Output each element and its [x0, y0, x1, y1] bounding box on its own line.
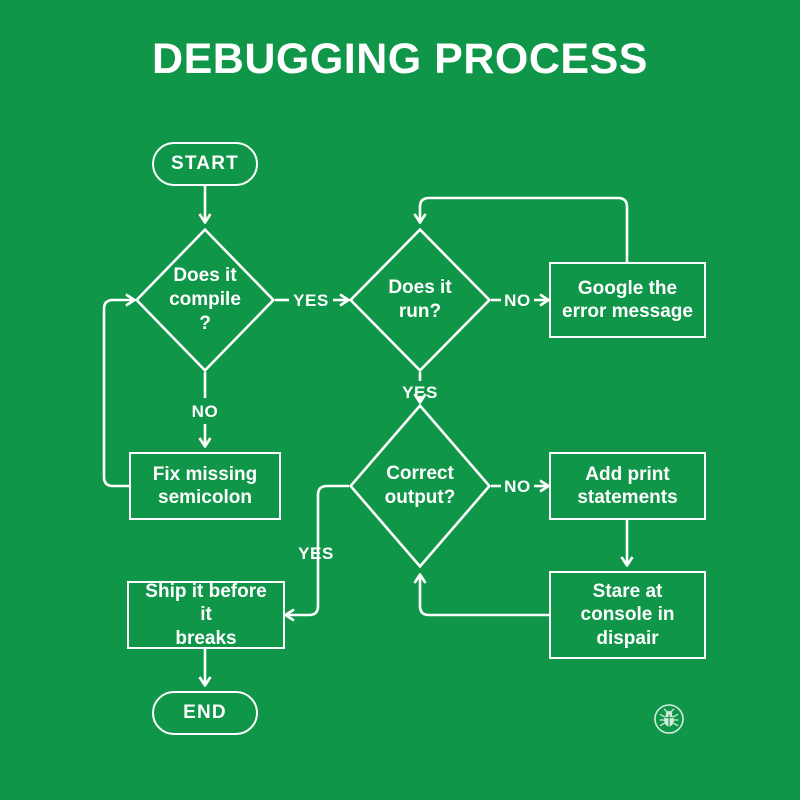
arrowhead-compile-no [198, 437, 212, 448]
edge-label-run-no: NO [504, 291, 531, 310]
node-line: compile [169, 288, 241, 310]
node-google-error-label: Google the error message [562, 277, 693, 323]
page-title: DEBUGGING PROCESS [152, 35, 648, 83]
node-line: statements [577, 487, 678, 508]
edge-label-correct-yes: YES [298, 544, 334, 563]
diamond-shape [349, 404, 491, 568]
arrowhead-google-loop [413, 213, 427, 224]
node-add-print-statements-label: Add print statements [577, 463, 677, 509]
node-end[interactable]: END [152, 691, 258, 735]
node-does-it-run[interactable]: Does it run? [349, 228, 491, 372]
arrowhead-compile-yes [339, 293, 350, 307]
edge-label-compile-yes: YES [293, 291, 329, 310]
node-fix-semicolon-label: Fix missing semicolon [153, 463, 258, 509]
node-line: semicolon [158, 487, 252, 508]
node-line: console in [580, 604, 675, 626]
node-line: Stare at [592, 581, 663, 603]
node-line: output? [384, 487, 456, 508]
node-start-label: START [171, 153, 239, 175]
node-line: Does it [173, 264, 237, 286]
node-stare-at-console-label: Stare at console in dispair [581, 580, 675, 650]
node-line: Does it [388, 276, 452, 298]
arrowhead-stare-loop [413, 573, 427, 584]
node-correct-output-label: Correct output? [379, 462, 462, 511]
node-ship-it[interactable]: Ship it before it breaks [127, 581, 285, 649]
node-line: Google the [577, 277, 678, 299]
node-start[interactable]: START [152, 142, 258, 186]
diamond-shape [349, 228, 491, 372]
node-stare-at-console[interactable]: Stare at console in dispair [549, 571, 706, 659]
arrowhead-ship-to-end [198, 676, 212, 687]
node-line: dispair [596, 627, 659, 649]
node-does-it-compile-label: Does it compile ? [163, 264, 247, 337]
node-line: ? [199, 313, 211, 335]
node-line: breaks [175, 627, 237, 649]
node-google-error[interactable]: Google the error message [549, 262, 706, 338]
node-line: Ship it before it [145, 581, 267, 626]
node-line: Add print [585, 463, 670, 485]
edge-label-compile-no: NO [191, 402, 219, 421]
arrowhead-addprint-to-stare [620, 556, 634, 567]
node-add-print-statements[interactable]: Add print statements [549, 452, 706, 520]
node-does-it-compile[interactable]: Does it compile ? [135, 228, 275, 372]
edge-label-run-yes: YES [402, 383, 438, 402]
node-line: run? [398, 301, 442, 322]
node-fix-semicolon[interactable]: Fix missing semicolon [129, 452, 281, 520]
node-line: error message [562, 301, 693, 322]
edge-label-correct-no: NO [504, 477, 531, 496]
node-correct-output[interactable]: Correct output? [349, 404, 491, 568]
node-line: Fix missing [152, 463, 258, 485]
node-does-it-run-label: Does it run? [382, 276, 457, 325]
edge-stare-loop [418, 576, 549, 617]
arrowhead-start-to-compile [198, 213, 212, 224]
node-ship-it-label: Ship it before it breaks [137, 580, 275, 650]
arrowhead-fix-loop [125, 293, 136, 307]
arrowhead-run-no [539, 293, 550, 307]
node-end-label: END [183, 702, 227, 724]
arrowhead-correct-yes [284, 608, 295, 622]
diamond-shape [135, 228, 275, 372]
arrowhead-correct-no [539, 479, 550, 493]
node-line: Correct [386, 462, 454, 484]
bug-icon [654, 704, 684, 734]
